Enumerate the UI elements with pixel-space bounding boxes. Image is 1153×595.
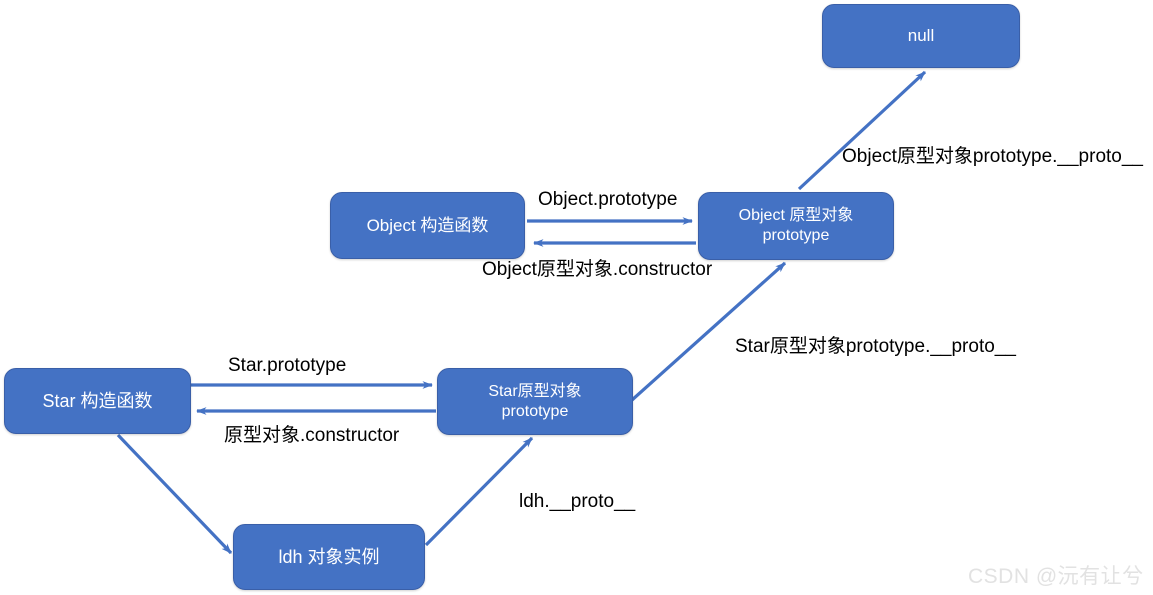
node-star-prototype-label: Star原型对象 [488, 382, 582, 400]
node-object-prototype-sublabel: prototype [762, 227, 830, 244]
edge-label-object-proto-proto: Object原型对象prototype.__proto__ [842, 146, 1143, 167]
edge-ldh-proto [424, 436, 534, 547]
node-object-prototype[interactable]: Object 原型对象 prototype [698, 192, 894, 260]
node-object-prototype-label: Object 原型对象 [738, 207, 854, 224]
node-null[interactable]: null [822, 4, 1020, 68]
edge-star-ctor-to-ldh [116, 433, 233, 555]
node-star-constructor-label: Star 构造函数 [42, 390, 153, 411]
watermark: CSDN @沅有让兮 [968, 565, 1144, 588]
node-null-label: null [907, 26, 935, 46]
edge-label-object-prototype: Object.prototype [538, 189, 678, 210]
edge-label-star-proto-proto: Star原型对象prototype.__proto__ [735, 336, 1016, 357]
node-ldh-instance-label: ldh 对象实例 [278, 546, 380, 567]
node-object-constructor-label: Object 构造函数 [366, 215, 489, 235]
node-star-constructor[interactable]: Star 构造函数 [4, 368, 191, 434]
edge-label-star-prototype: Star.prototype [228, 355, 347, 376]
node-star-prototype-sublabel: prototype [501, 402, 569, 420]
node-object-constructor[interactable]: Object 构造函数 [330, 192, 525, 259]
node-star-prototype[interactable]: Star原型对象 prototype [437, 368, 633, 435]
edge-label-object-constructor: Object原型对象.constructor [482, 259, 713, 280]
edge-label-star-constructor: 原型对象.constructor [224, 425, 400, 446]
node-ldh-instance[interactable]: ldh 对象实例 [233, 524, 425, 590]
edge-label-ldh-proto: ldh.__proto__ [519, 491, 636, 512]
edge-object-proto-proto [797, 70, 927, 191]
